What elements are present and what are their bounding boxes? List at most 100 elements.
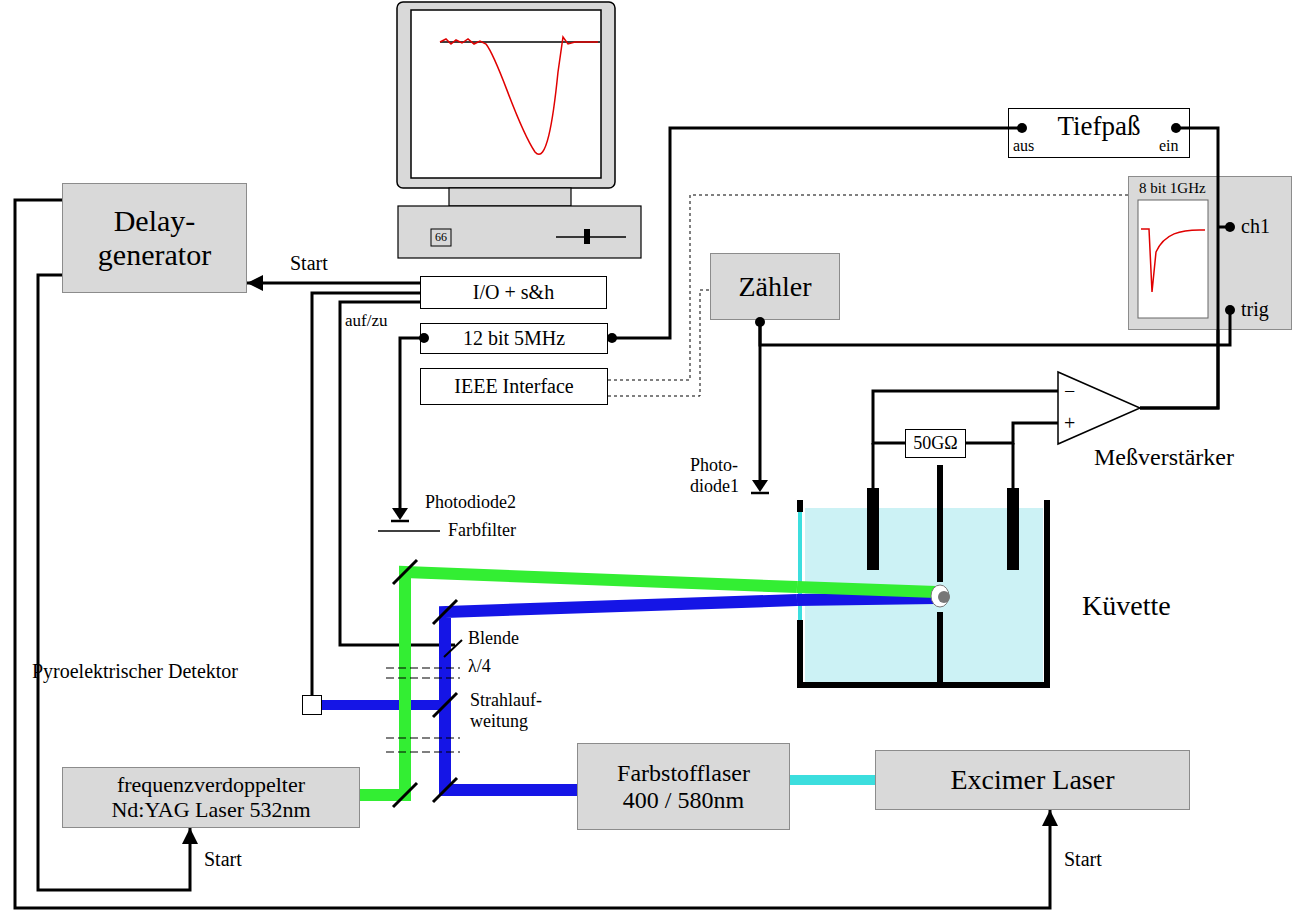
bus-link [608, 195, 1128, 380]
computer-illustration [449, 188, 571, 206]
optics-marks [386, 668, 460, 752]
node-text: Farbstofflaser 400 / 580nm [599, 760, 769, 814]
computer-illustration [397, 2, 615, 188]
node-text: Excimer Laser [950, 764, 1114, 795]
optics-marks [386, 737, 460, 738]
color-filter [378, 530, 440, 532]
computer-illustration [397, 2, 641, 258]
cuvette-illustration [938, 591, 950, 603]
mirror [433, 693, 457, 717]
jack-dot [1171, 123, 1181, 133]
pyro-beam [322, 705, 440, 706]
photodiode-symbol [751, 492, 769, 495]
photodiode-symbol [752, 480, 768, 492]
node-text: Pyroelektrischer Detektor [28, 660, 238, 683]
photodiode-symbol [391, 520, 409, 523]
computer-illustration [398, 206, 641, 258]
mirror [433, 778, 457, 802]
jack-wires [1217, 176, 1220, 330]
amplifier-triangle [1058, 372, 1140, 444]
node-text: trig [1241, 298, 1269, 321]
cuvette-illustration [797, 682, 1050, 688]
adc-box: 12 bit 5MHz [420, 323, 608, 354]
laser-box: Excimer Laser [875, 750, 1190, 810]
node-text: IEEE Interface [454, 375, 573, 397]
part-label: Farbfilter [448, 520, 516, 541]
part-label: λ/4 [468, 656, 491, 677]
mirror [393, 560, 457, 807]
oscilloscope-screen [1138, 200, 1208, 318]
resistor-box: 50GΩ [905, 429, 966, 458]
text-wrap: 50GΩ [913, 433, 957, 453]
amplifier-triangle [1058, 372, 1140, 444]
mirror [393, 783, 417, 807]
io-board-box: I/O + s&h [420, 276, 607, 309]
bus-link [608, 290, 710, 396]
interface-box: IEEE Interface [420, 368, 608, 405]
node-text: Zähler [738, 271, 811, 302]
text-wrap: frequenzverdoppelter Nd:YAG Laser 532nm [91, 773, 331, 822]
signal-wire [1140, 330, 1218, 408]
signal-wire [247, 282, 420, 285]
edge-label: Start [202, 848, 244, 871]
optics-marks [386, 667, 460, 668]
part-label: Blende [468, 628, 519, 649]
mirror [393, 560, 417, 584]
cuvette-illustration [797, 620, 803, 688]
text-wrap: IEEE Interface [454, 375, 573, 397]
part-label: Strahlauf- weitung [470, 690, 565, 731]
node-text: + [1064, 412, 1075, 435]
text-wrap: 12 bit 5MHz [463, 327, 565, 349]
laser-box: Farbstofflaser 400 / 580nm [577, 743, 790, 830]
cuvette-illustration [937, 465, 943, 582]
jack-wires [1008, 128, 1230, 330]
computer-illustration [584, 229, 590, 244]
text-wrap: Farbstofflaser 400 / 580nm [599, 760, 769, 814]
optics-marks [386, 677, 460, 678]
cuvette-illustration [797, 465, 1050, 688]
cuvette-illustration [797, 500, 803, 512]
node-text: I/O + s&h [473, 281, 554, 303]
counter-box: Zähler [710, 253, 840, 320]
node-text: 12 bit 5MHz [463, 327, 565, 349]
edge-label: Start [288, 252, 330, 275]
node-text: 66 [431, 231, 451, 245]
signal-wire [966, 423, 1058, 443]
mirror [433, 600, 457, 624]
computer-illustration [440, 37, 598, 154]
node-text: frequenzverdoppelter Nd:YAG Laser 532nm [91, 773, 331, 822]
photodiode-symbol [392, 508, 408, 520]
node-text: Küvette [1082, 590, 1171, 622]
signal-wires [400, 338, 420, 508]
node-text: ch1 [1241, 215, 1270, 238]
cuvette-illustration [1044, 500, 1050, 688]
text-wrap: Zähler [738, 271, 811, 302]
jack-dot [419, 123, 1235, 343]
text-wrap: I/O + s&h [473, 281, 554, 303]
signal-wires [1012, 443, 1015, 488]
cuvette-illustration [797, 598, 936, 600]
computer-illustration [556, 236, 626, 238]
node-text: − [1064, 380, 1075, 403]
pyro-beam [322, 700, 440, 710]
amplifier: −+Meßverstärker [1058, 372, 1140, 444]
part-label: Photodiode2 [425, 492, 516, 513]
cuvette-illustration [1007, 488, 1019, 570]
part-label: Photo- diode1 [690, 455, 748, 496]
pyro-detector: Pyroelektrischer Detektor [302, 695, 322, 715]
cuvette-illustration [931, 585, 949, 607]
computer-illustration [431, 229, 451, 246]
part-label: auf/zu [345, 311, 387, 331]
jack-dot [1225, 305, 1235, 315]
color-filter [378, 531, 440, 532]
signal-wire [608, 128, 1008, 338]
cuvette-illustration [797, 587, 936, 592]
laser-box: frequenzverdoppelter Nd:YAG Laser 532nm [62, 767, 360, 828]
text-wrap: Delay- generator [70, 204, 240, 271]
oscilloscope-screen [1141, 229, 1205, 292]
node-text: ein [1159, 137, 1179, 155]
jack-dot [419, 333, 429, 343]
node-text: Delay- generator [70, 204, 240, 271]
aperture-symbol [444, 640, 462, 657]
